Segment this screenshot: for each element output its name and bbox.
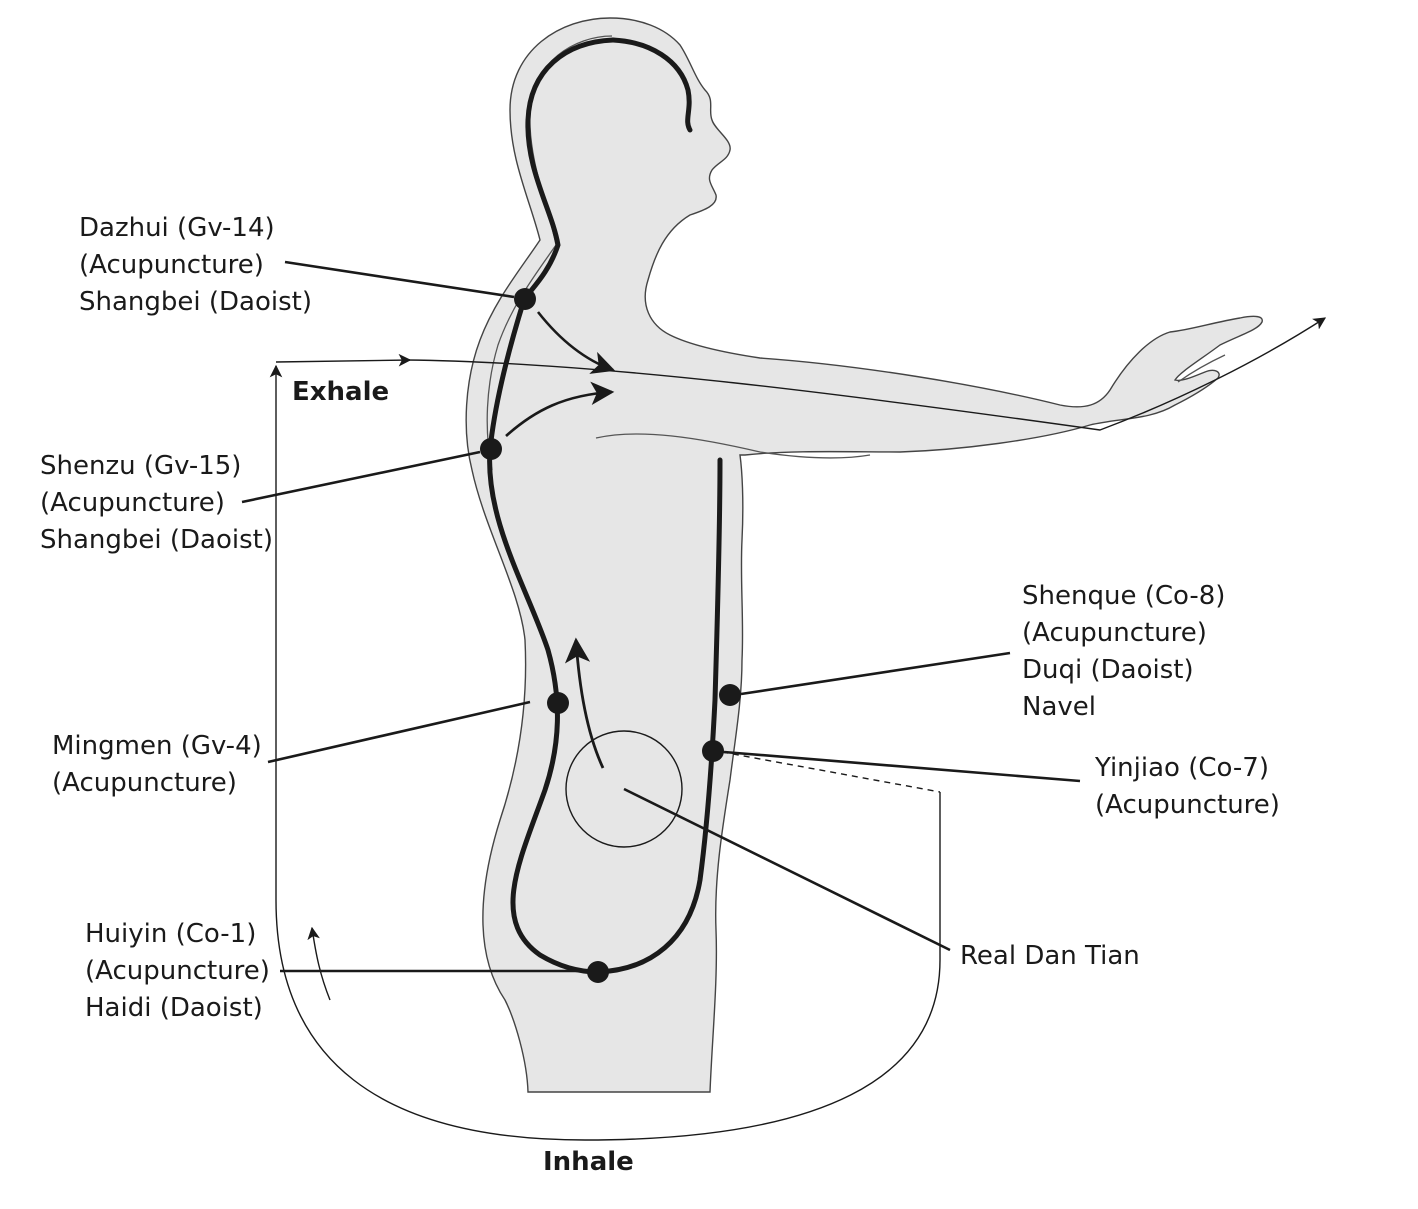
yinjiao-dashed-line [721, 751, 941, 793]
shenzu-leader [241, 450, 481, 504]
dazhui-label: Dazhui (Gv-14) (Acupuncture) Shangbei (D… [79, 213, 312, 317]
yinjiao-label: Yinjiao (Co-7) (Acupuncture) [1094, 753, 1280, 820]
huiyin-point [587, 961, 609, 983]
dazhui-point [514, 288, 536, 310]
mingmen-leader [267, 700, 531, 764]
shoulder-arrow-top [536, 311, 616, 374]
head-meridian-line [610, 37, 693, 133]
torso-head-shape [465, 17, 1263, 1093]
inhale-arrow [307, 926, 331, 1001]
shoulder-arrow-bottom [505, 381, 615, 437]
exhale-line [275, 353, 412, 367]
governing-vessel-line [487, 37, 616, 975]
dan-tian-circle [565, 730, 683, 848]
exhale-label: Exhale [292, 377, 389, 407]
dazhui-leader [284, 260, 515, 299]
breath-loop [269, 364, 941, 1141]
mingmen-label: Mingmen (Gv-4) (Acupuncture) [52, 731, 270, 798]
huiyin-label: Huiyin (Co-1) (Acupuncture) Haidi (Daois… [85, 919, 278, 1023]
arm-detail [595, 433, 871, 459]
shenzu-point [480, 438, 502, 460]
dan-tian-leader [623, 787, 951, 952]
shenque-leader [740, 651, 1011, 696]
shenque-label: Shenque (Co-8) (Acupuncture) Duqi (Daois… [1022, 581, 1234, 722]
shenzu-label: Shenzu (Gv-15) (Acupuncture) Shangbei (D… [40, 451, 273, 555]
body-silhouette [465, 17, 1263, 1093]
yinjiao-point [702, 740, 724, 762]
conception-vessel-line [595, 457, 723, 975]
inhale-label: Inhale [543, 1147, 634, 1177]
real-dan-tian-label: Real Dan Tian [960, 941, 1140, 971]
hand-detail [1177, 354, 1226, 383]
shenque-point [719, 684, 741, 706]
dan-tian-up-arrow [564, 637, 605, 769]
yinjiao-leader [723, 750, 1081, 783]
arm-energy-line [405, 317, 1327, 431]
mingmen-point [547, 692, 569, 714]
